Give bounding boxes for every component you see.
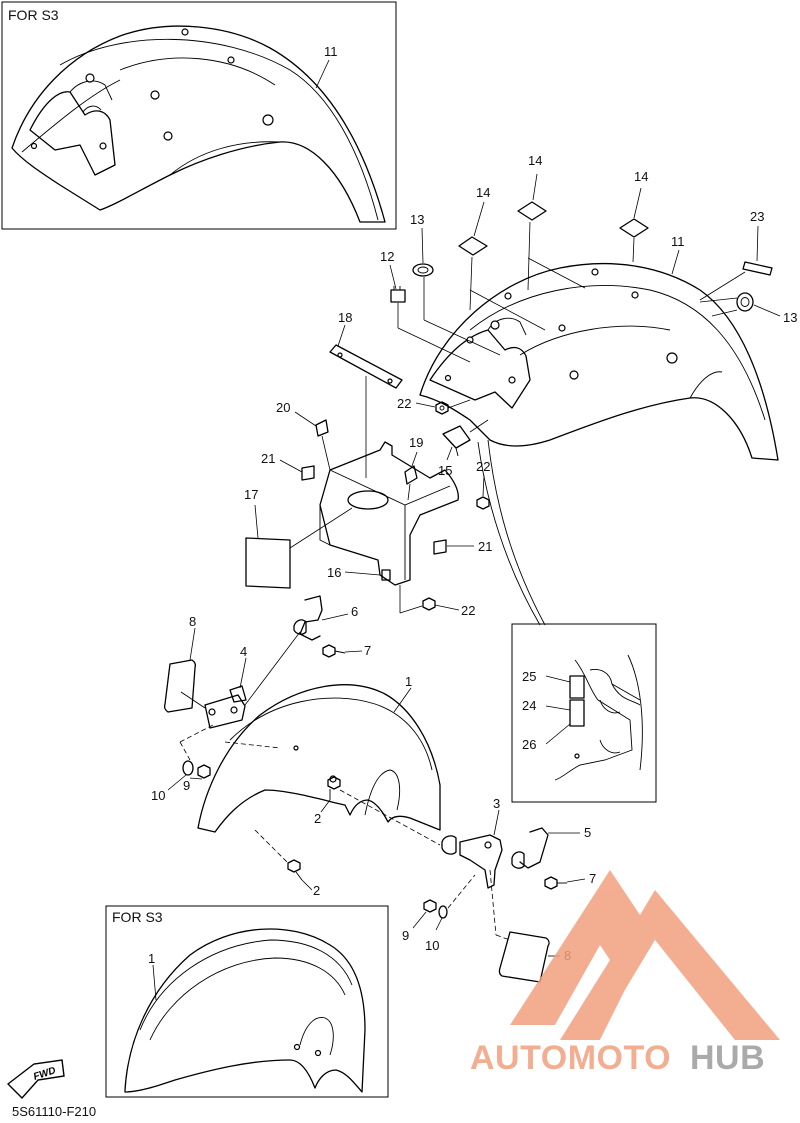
callout-3: 3: [493, 796, 500, 811]
callout-2-a: 2: [314, 811, 321, 826]
callout-8-a: 8: [189, 614, 196, 629]
part-rear-fender: [419, 262, 779, 461]
fwd-arrow: FWD: [6, 1059, 65, 1100]
callout-21-a: 21: [261, 451, 275, 466]
inset-detail-labels: 25 24 26: [511, 623, 657, 803]
part-16-license-bracket: 16: [319, 441, 459, 614]
inset-label: FOR S3: [8, 7, 59, 23]
part-22-nut-a: 22: [397, 396, 471, 415]
callout-19: 19: [409, 435, 423, 450]
callout-22-b: 22: [476, 459, 490, 474]
part-19-clip: 19: [404, 435, 423, 501]
part-12-connector: 12: [380, 249, 471, 363]
part-front-fender: 1: [197, 674, 441, 833]
watermark-text-primary: AUTOMOTO: [470, 1039, 671, 1077]
callout-14-b: 14: [476, 185, 490, 200]
callout-26: 26: [522, 737, 536, 752]
callout-14-c: 14: [634, 169, 648, 184]
callout-4: 4: [240, 644, 247, 659]
part-21-pad-b: 21: [433, 539, 492, 555]
inset-label-bottom: FOR S3: [112, 909, 163, 925]
part-emblem-stickers: 14 14 14: [458, 153, 649, 331]
callout-18: 18: [338, 310, 352, 325]
part-23-label: 23: [699, 209, 773, 301]
callout-12: 12: [380, 249, 394, 264]
callout-22-a: 22: [397, 396, 411, 411]
callout-10-a: 10: [151, 788, 165, 803]
callout-5: 5: [584, 825, 591, 840]
callout-22-c: 22: [461, 603, 475, 618]
watermark-triangle-icon: [510, 870, 780, 1040]
callout-23: 23: [750, 209, 764, 224]
callout-6: 6: [351, 604, 358, 619]
callout-16: 16: [327, 565, 341, 580]
callout-14-a: 14: [528, 153, 542, 168]
callout-21-b: 21: [478, 539, 492, 554]
part-17-reflector: 17: [244, 487, 353, 589]
watermark-text-secondary: HUB: [690, 1039, 765, 1077]
diagram-code: 5S61110-F210: [12, 1104, 96, 1119]
part-22-bolt-c: 22: [422, 597, 475, 618]
callout-11-inset: 11: [324, 44, 338, 59]
callout-7-b: 7: [589, 871, 596, 886]
watermark-logo: AUTOMOTO HUB: [470, 870, 780, 1077]
part-20-clip: 20: [276, 400, 331, 471]
callout-20: 20: [276, 400, 290, 415]
callout-1-inset: 1: [148, 951, 155, 966]
callout-25: 25: [522, 669, 536, 684]
wire-harness: [487, 439, 546, 626]
callout-7-a: 7: [364, 643, 371, 658]
callout-11-main: 11: [671, 234, 685, 249]
callout-24: 24: [522, 698, 536, 713]
callout-10-b: 10: [425, 938, 439, 953]
callout-2-b: 2: [313, 883, 320, 898]
part-22-bolt-b: 22: [476, 459, 490, 510]
callout-1-main: 1: [405, 674, 412, 689]
part-2-bolts: 2 2: [254, 776, 441, 898]
callout-9-b: 9: [402, 928, 409, 943]
callout-17: 17: [244, 487, 258, 502]
callout-13-a: 13: [410, 212, 424, 227]
part-left-fender-stay: 6 7 8 4 10 9: [151, 595, 371, 803]
part-18-plate: 18: [329, 310, 403, 478]
inset-rear-fender-s3: FOR S3 11: [1, 1, 397, 230]
inset-front-fender-s3: FOR S3 1: [105, 905, 389, 1098]
callout-9-a: 9: [183, 778, 190, 793]
callout-13-b: 13: [783, 310, 797, 325]
part-grommets: 13 13: [410, 212, 797, 356]
part-21-pad-a: 21: [261, 451, 315, 481]
